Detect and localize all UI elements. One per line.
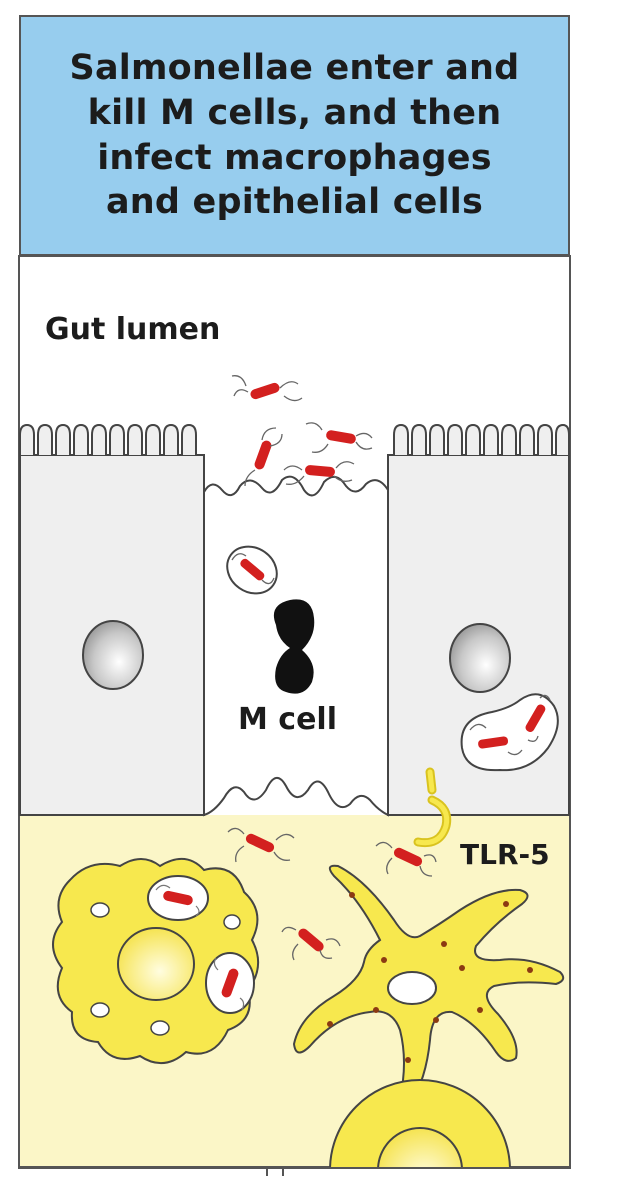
- macrophage-vesicle: [90, 1002, 110, 1018]
- macrophage-vesicle: [223, 914, 241, 930]
- lymphocyte-nucleus-partial: [377, 1127, 463, 1167]
- title: Salmonellae enter and kill M cells, and …: [70, 46, 520, 225]
- gut-lumen-label: Gut lumen: [45, 312, 221, 347]
- flagella: [469, 694, 551, 756]
- bacterium: [326, 430, 356, 444]
- dendritic-granules: [327, 892, 533, 1063]
- granule: [503, 901, 509, 907]
- granule: [381, 957, 387, 963]
- granule: [459, 965, 465, 971]
- macrophage-vesicle: [90, 902, 110, 918]
- bacterium-phagosome-1: [163, 890, 193, 906]
- bacterium: [250, 382, 280, 400]
- microvilli-right: [388, 423, 570, 456]
- tissue-bacteria: [227, 827, 437, 961]
- title-line-2: kill M cells, and then: [87, 92, 502, 133]
- m-cell-label: M cell: [238, 702, 337, 737]
- lumen-bacteria: [231, 375, 373, 487]
- bacterium-vacuole-m-cell: [240, 558, 265, 581]
- granule: [477, 1007, 483, 1013]
- title-line-4: and epithelial cells: [105, 182, 484, 223]
- epithelial-nucleus-right: [449, 623, 511, 693]
- bacterium: [298, 928, 324, 952]
- bacterium: [393, 847, 423, 867]
- dendritic-nucleus: [387, 971, 437, 1005]
- m-cell-nucleus: [273, 599, 315, 694]
- granule: [527, 967, 533, 973]
- bacterium-vacuole-epi-1: [478, 736, 509, 749]
- flagella: [155, 884, 245, 1011]
- microvilli-left: [19, 423, 204, 456]
- bacterium: [245, 833, 275, 853]
- tlr5-label: TLR-5: [460, 838, 550, 871]
- bacterium-vacuole-epi-2: [525, 704, 546, 733]
- flagella: [227, 827, 437, 961]
- epithelial-nucleus-left: [82, 620, 144, 690]
- tlr5-receptor-outline: [415, 769, 450, 846]
- macrophage-vesicle: [150, 1020, 170, 1036]
- granule: [327, 1021, 333, 1027]
- flagella: [231, 553, 275, 585]
- bacterium-phagosome-2: [221, 968, 239, 998]
- bacterium: [254, 440, 272, 470]
- granule: [405, 1057, 411, 1063]
- title-line-3: infect macrophages: [97, 137, 492, 178]
- bacterium: [305, 465, 335, 477]
- flagella: [231, 375, 373, 487]
- granule: [441, 941, 447, 947]
- lymphocyte-partial: [329, 1079, 511, 1167]
- title-box: Salmonellae enter and kill M cells, and …: [19, 15, 570, 256]
- macrophage-nucleus: [117, 927, 195, 1001]
- granule: [373, 1007, 379, 1013]
- granule: [349, 892, 355, 898]
- granule: [433, 1017, 439, 1023]
- title-line-1: Salmonellae enter and: [69, 47, 520, 88]
